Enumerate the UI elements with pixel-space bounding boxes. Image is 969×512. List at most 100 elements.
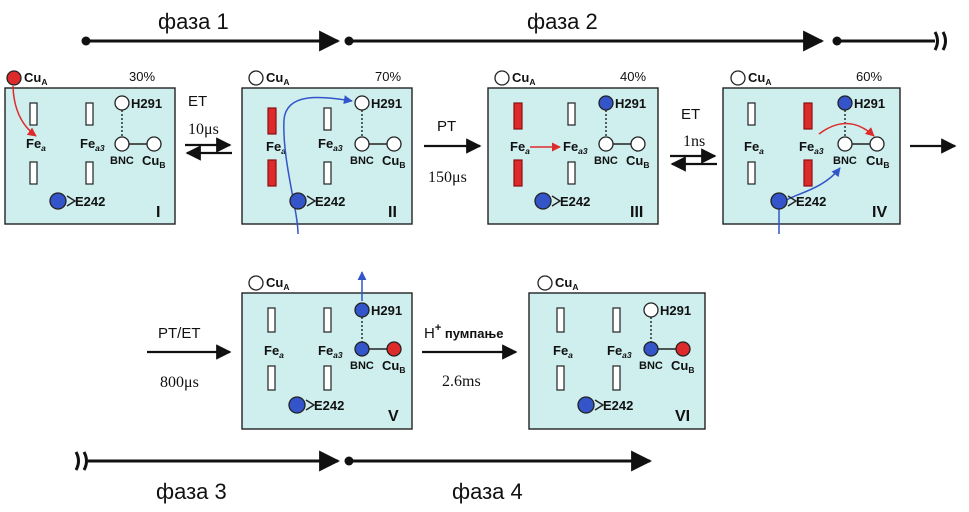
transition-time: 1ns [683,133,705,150]
fe-a-label: Fea [510,139,530,156]
bnc-label: BNC [350,155,374,167]
cu-a-label: CuA [512,70,535,87]
fe-a3-bnc-node [114,136,130,152]
fe-a-label: Fea [266,139,286,156]
cu-a-node [537,275,553,291]
fe-a-label: Fea [264,343,284,360]
e242-label: E242 [796,194,826,209]
transition-I-II: ET 10μs [185,93,232,161]
heme-a3-bar-bottom [85,161,94,185]
heme-a-bar-top [267,307,276,333]
fe-a3-bnc-node [643,341,659,357]
bnc-label: BNC [594,155,618,167]
phase-timeline-bottom: фаза 3 фаза 4 [74,450,653,504]
fe-a3-label: Fea3 [80,136,105,153]
heme-a3-bar-top [803,102,813,130]
bnc-label: BNC [350,360,374,372]
cu-b-label: CuB [142,153,165,170]
e242-label: E242 [75,194,105,209]
e242-label: E242 [315,194,345,209]
transition-III-IV: ET 1ns [670,106,717,172]
heme-a3-bar-bottom [323,365,332,391]
state-numeral: IV [872,204,887,221]
cu-a-label: CuA [266,275,289,292]
fe-a3-bnc-node [837,136,853,152]
phase-4-label: фаза 4 [452,479,523,504]
cu-a-node [494,70,510,86]
heme-a3-bar-top [85,102,94,126]
break-symbol-top [933,31,947,51]
cu-a-label: CuA [748,70,771,87]
e242-node [770,192,788,210]
electron-transfer-arrow [12,85,37,137]
e242-label: E242 [560,194,590,209]
h291-node [354,302,370,318]
cu-b-node [675,341,691,357]
state-III: CuA 40% Fea Fea3 H291 BNC CuB E242 III [487,69,659,225]
heme-a-bar-top [747,102,756,126]
fe-a3-bnc-node [598,136,614,152]
e242-node [577,396,595,414]
phase-timeline-top: фаза 1 фаза 2 [81,9,947,52]
cu-a-node [248,70,264,86]
transition-IV-V: PT/ET 800μs [147,325,232,391]
e242-node [289,192,307,210]
cu-b-node [386,136,402,152]
h291-node [598,95,614,111]
fe-a-label: Fea [26,136,46,153]
fe-a3-label: Fea3 [318,136,343,153]
transition-time: 150μs [428,169,467,186]
percent-label: 40% [620,69,646,84]
state-numeral: I [156,204,160,221]
e242-bond [306,195,317,207]
heme-a-bar-bottom [513,159,523,187]
heme-a3-bar-top [323,107,332,131]
state-I: CuA 30% Fea Fea3 H291 BNC CuB E242 I [4,69,176,225]
percent-label: 70% [375,69,401,84]
h291-label: H291 [131,96,162,111]
fe-a3-label: Fea3 [799,139,824,156]
state-numeral: VI [675,408,690,425]
transition-name: PT [437,118,456,135]
e242-bond [594,399,605,411]
cu-a-node [248,275,264,291]
phase-1-label: фаза 1 [158,9,229,34]
cu-a-label: CuA [24,70,47,87]
cu-a-label: CuA [266,70,289,87]
state-VI: CuA Fea Fea3 H291 BNC CuB E242 VI [528,275,706,430]
heme-a3-bar-top [567,102,576,126]
state-numeral: II [388,204,397,221]
e242-bond [305,399,316,411]
heme-a-bar-bottom [556,365,565,391]
transition-name: H+ пумпање [424,322,504,342]
heme-a-bar-bottom [29,161,38,185]
cu-b-node [386,341,402,357]
e242-bond [787,195,798,207]
fe-a-label: Fea [744,139,764,156]
cu-a-node [6,70,22,86]
heme-a-bar-bottom [267,159,277,187]
cu-b-label: CuB [626,153,649,170]
phase-2-label: фаза 2 [527,9,598,34]
state-V: CuA Fea Fea3 H291 BNC CuB E242 V [241,271,413,430]
fe-a3-label: Fea3 [607,343,632,360]
cu-b-label: CuB [671,358,694,375]
state-numeral: V [388,408,399,425]
cu-a-label: CuA [555,275,578,292]
e242-label: E242 [603,398,633,413]
e242-node [534,192,552,210]
e242-node [288,396,306,414]
transition-name: PT/ET [158,325,201,342]
fe-a3-bnc-node [354,136,370,152]
transition-name: ET [188,93,207,110]
cu-b-label: CuB [866,153,889,170]
h291-label: H291 [660,303,691,318]
break-symbol-bottom [74,451,88,471]
fe-a3-label: Fea3 [318,343,343,360]
h291-label: H291 [854,96,885,111]
h291-label: H291 [371,303,402,318]
heme-a3-bar-top [612,307,621,333]
state-IV: CuA 60% Fea Fea3 H291 BNC CuB E242 IV [722,69,901,234]
